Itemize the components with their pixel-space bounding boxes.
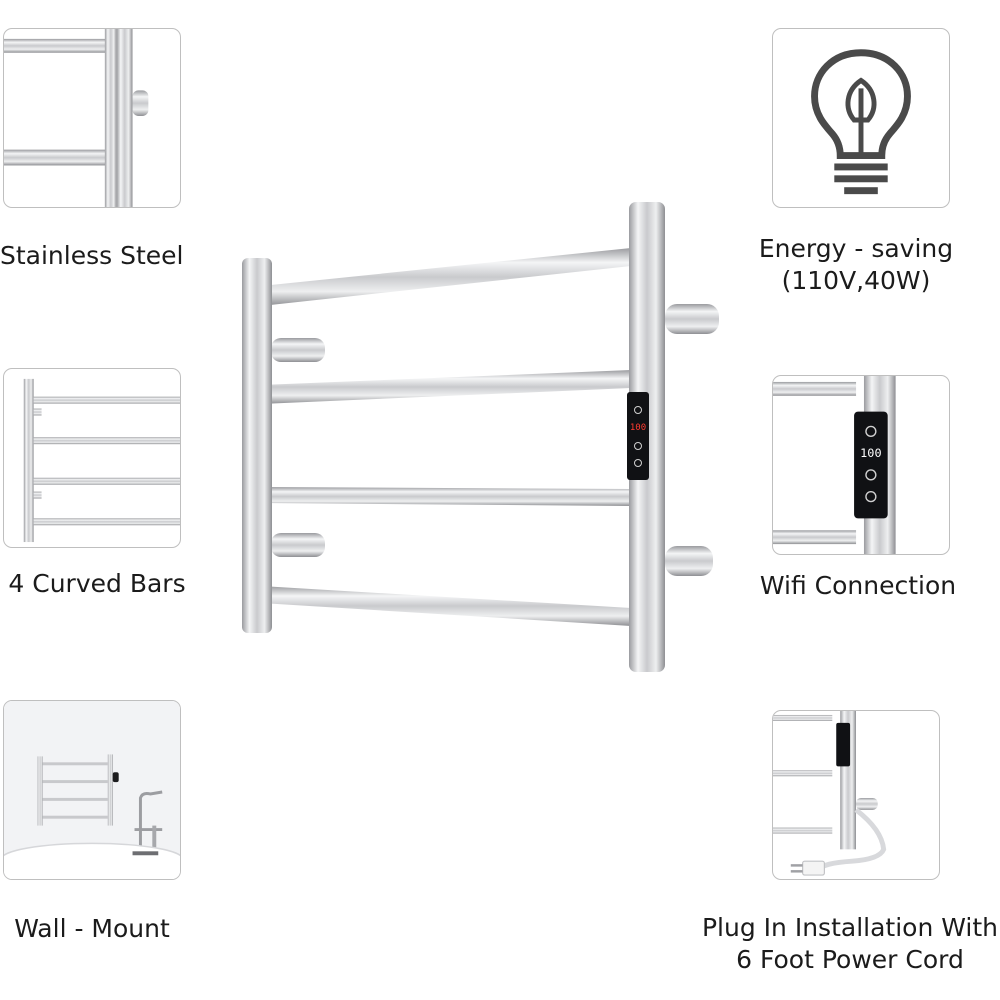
four-bar-rack-icon — [23, 378, 180, 543]
energy-saving-spec: (110V,40W) — [781, 266, 931, 295]
curved-bars-tile — [3, 368, 181, 548]
left-post — [242, 258, 272, 633]
panel-display: 100 — [860, 446, 881, 460]
heat-icon — [634, 459, 642, 467]
plug-in-tile — [772, 710, 940, 880]
control-panel-icon: 100 — [773, 376, 896, 554]
energy-saving-tile — [772, 28, 950, 208]
towel-bar — [261, 370, 631, 404]
towel-bar — [261, 248, 631, 306]
wall-peg — [271, 533, 325, 557]
energy-saving-caption: Energy - saving (110V,40W) — [748, 233, 964, 297]
energy-saving-title: Energy - saving — [758, 234, 954, 263]
wall-mount-tile — [3, 700, 181, 880]
control-panel — [627, 392, 649, 480]
stainless-steel-tile — [3, 28, 181, 208]
heated-towel-rail-illustration: 100 — [242, 202, 719, 672]
towel-warmer-product: 100 — [225, 190, 735, 690]
plug-in-spec: 6 Foot Power Cord — [736, 945, 964, 974]
stainless-steel-caption: Stainless Steel — [0, 241, 184, 270]
wifi-connection-tile: 100 — [772, 375, 950, 555]
power-cord-icon — [773, 711, 887, 876]
lightbulb-leaf-icon — [811, 49, 911, 195]
bathroom-scene-icon — [4, 701, 180, 879]
timer-icon — [634, 442, 642, 450]
towel-bar — [261, 586, 631, 626]
wall-peg — [665, 546, 713, 576]
towel-bar — [261, 487, 631, 506]
plug-in-title: Plug In Installation With — [701, 913, 999, 942]
wall-peg — [665, 304, 719, 334]
power-icon — [634, 406, 642, 414]
rail-closeup-icon — [4, 29, 149, 207]
temperature-display: 100 — [630, 423, 646, 433]
plug-in-caption: Plug In Installation With 6 Foot Power C… — [700, 912, 1000, 976]
wifi-connection-caption: Wifi Connection — [759, 571, 957, 600]
wall-peg — [271, 338, 325, 362]
wall-mount-caption: Wall - Mount — [14, 914, 170, 943]
curved-bars-caption: 4 Curved Bars — [8, 569, 186, 598]
